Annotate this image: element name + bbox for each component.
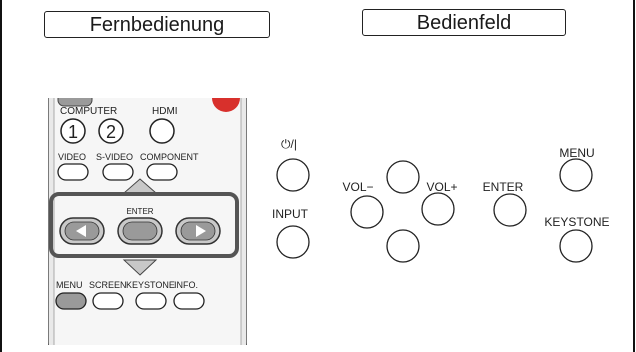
vol-plus-button xyxy=(421,192,455,226)
input-label: INPUT xyxy=(272,207,309,221)
power-label: ⏻/| xyxy=(281,137,297,151)
menu-label: MENU xyxy=(559,146,594,160)
vol-minus-label: VOL− xyxy=(342,180,373,194)
remote-control-illustration: COMPUTER HDMI 1 2 VIDEO S-VIDEO COMPONEN… xyxy=(48,98,247,345)
keystone-label: KEYSTONE xyxy=(544,215,609,229)
svg-text:2: 2 xyxy=(106,122,116,142)
svg-text:ENTER: ENTER xyxy=(126,207,153,216)
partial-top-button xyxy=(57,98,93,107)
right-arrow-icon xyxy=(196,225,206,237)
computer-label: COMPUTER xyxy=(60,106,117,117)
hdmi-label: HDMI xyxy=(152,106,178,117)
computer-1-button xyxy=(60,118,86,144)
svg-text:COMPONENT: COMPONENT xyxy=(140,152,199,162)
up-button xyxy=(386,160,420,194)
component-button xyxy=(146,163,178,181)
left-arrow-icon xyxy=(76,225,86,237)
vol-plus-label: VOL+ xyxy=(426,180,457,194)
tab-remote-control[interactable]: Fernbedienung xyxy=(44,11,270,38)
svg-text:MENU: MENU xyxy=(56,280,83,290)
svg-text:INFO.: INFO. xyxy=(174,280,198,290)
down-button xyxy=(386,229,420,263)
video-button xyxy=(57,163,89,181)
vol-minus-button xyxy=(350,195,384,229)
power-button xyxy=(276,158,310,192)
power-red-button-partial xyxy=(212,98,240,112)
screen-button xyxy=(92,292,124,310)
control-panel-illustration: ⏻/| INPUT VOL− VOL+ ENTER MENU KEYSTONE xyxy=(272,137,610,263)
nav-panel-frame xyxy=(49,192,239,258)
svg-text:KEYSTONE: KEYSTONE xyxy=(126,280,175,290)
svg-text:S-VIDEO: S-VIDEO xyxy=(96,152,133,162)
down-arrow-icon xyxy=(122,259,158,276)
svg-text:SCREEN: SCREEN xyxy=(89,280,127,290)
hdmi-button xyxy=(149,118,175,144)
tab-control-panel[interactable]: Bedienfeld xyxy=(362,9,566,36)
svg-text:VIDEO: VIDEO xyxy=(58,152,86,162)
input-button xyxy=(276,225,310,259)
menu-button xyxy=(559,158,593,192)
svg-text:1: 1 xyxy=(68,122,78,142)
keystone-button xyxy=(559,229,593,263)
keystone-button xyxy=(135,292,167,310)
enter-button xyxy=(493,193,527,227)
enter-label: ENTER xyxy=(483,180,524,194)
menu-button xyxy=(55,292,87,310)
computer-2-button xyxy=(98,118,124,144)
s-video-button xyxy=(102,163,134,181)
info-button xyxy=(173,292,205,310)
